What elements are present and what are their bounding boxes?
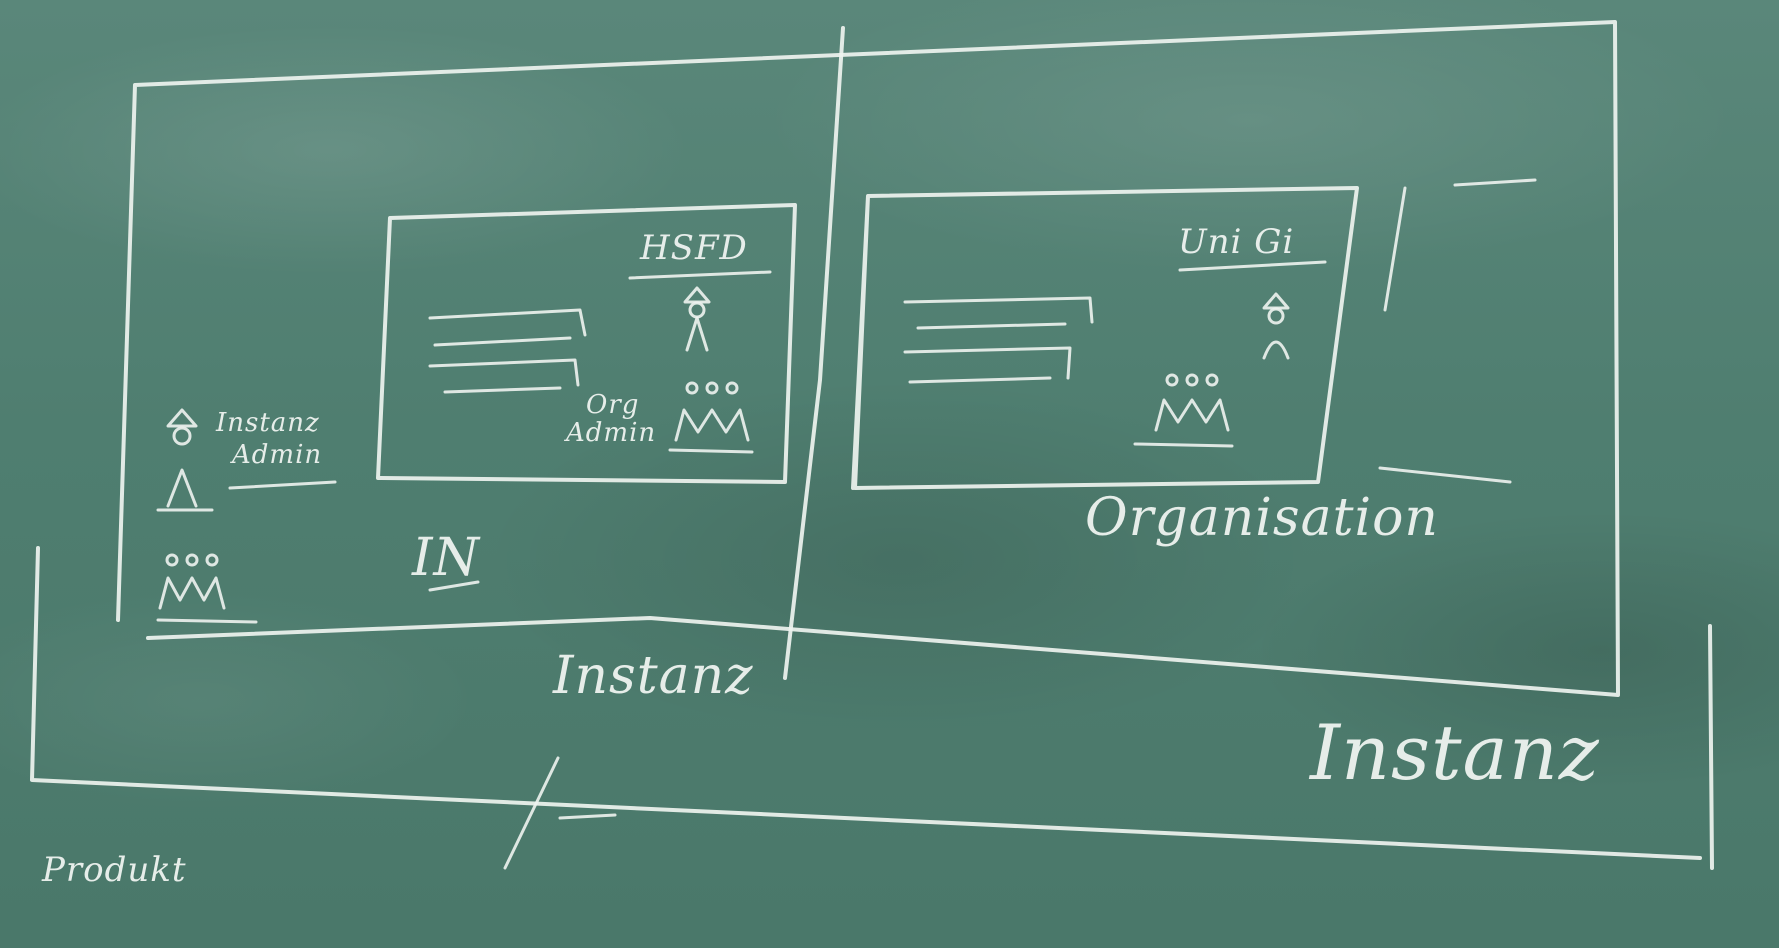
instance-frame-outer <box>116 20 1620 697</box>
underline-unigi-group <box>1133 442 1234 448</box>
org-name-unigi: Uni Gi <box>1178 222 1295 262</box>
instanz-admin-label-line2: Admin <box>232 440 323 470</box>
person-icon <box>1262 292 1290 360</box>
organisation-label: Organisation <box>1085 488 1439 548</box>
divider-small-right <box>1378 178 1537 484</box>
instanz-admin-label-line1: Instanz <box>216 408 320 438</box>
group-icon <box>674 381 750 442</box>
underline-in <box>428 580 480 592</box>
underline-unigi <box>1178 260 1327 272</box>
stray-mark-bottom <box>503 756 617 870</box>
org-admin-label-line2: Admin <box>566 418 657 448</box>
produkt-label: Produkt <box>42 850 187 890</box>
org-admin-label-line1: Org <box>586 390 640 420</box>
underline-hsfd <box>628 270 772 280</box>
group-icon <box>156 553 258 624</box>
list-lines-icon <box>903 296 1094 384</box>
underline-instanz-admin <box>228 480 337 490</box>
instance-divider <box>783 26 845 680</box>
group-icon <box>1154 373 1230 432</box>
org-name-hsfd: HSFD <box>640 228 748 268</box>
instance-short-label: IN <box>412 528 481 588</box>
underline-org-admin-group <box>668 448 754 454</box>
org-box-unigi <box>851 186 1359 490</box>
org-box-hsfd <box>376 203 797 484</box>
instanz-inner-label: Instanz <box>553 646 754 706</box>
instanz-outer-label: Instanz <box>1310 708 1600 797</box>
person-icon <box>683 286 711 352</box>
list-lines-icon <box>428 308 587 394</box>
produkt-frame <box>30 546 1714 870</box>
person-icon <box>156 408 214 512</box>
